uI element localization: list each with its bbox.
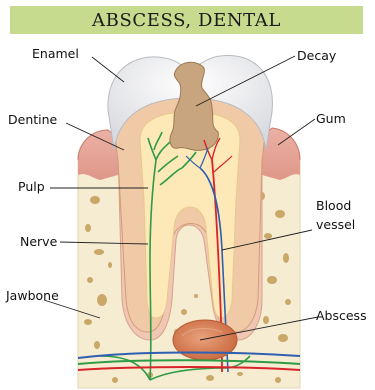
label-enamel: Enamel xyxy=(32,46,79,61)
label-jawbone: Jawbone xyxy=(5,288,59,303)
label-gum: Gum xyxy=(316,111,346,126)
label-decay: Decay xyxy=(297,48,337,63)
label-nerve: Nerve xyxy=(20,234,58,249)
label-dentine: Dentine xyxy=(8,112,58,127)
label-pulp: Pulp xyxy=(18,179,45,194)
abscess xyxy=(173,320,237,360)
label-abscess: Abscess xyxy=(316,308,367,323)
label-blood-vessel-line2: vessel xyxy=(316,217,355,232)
label-blood-vessel-line1: Blood xyxy=(316,198,351,213)
